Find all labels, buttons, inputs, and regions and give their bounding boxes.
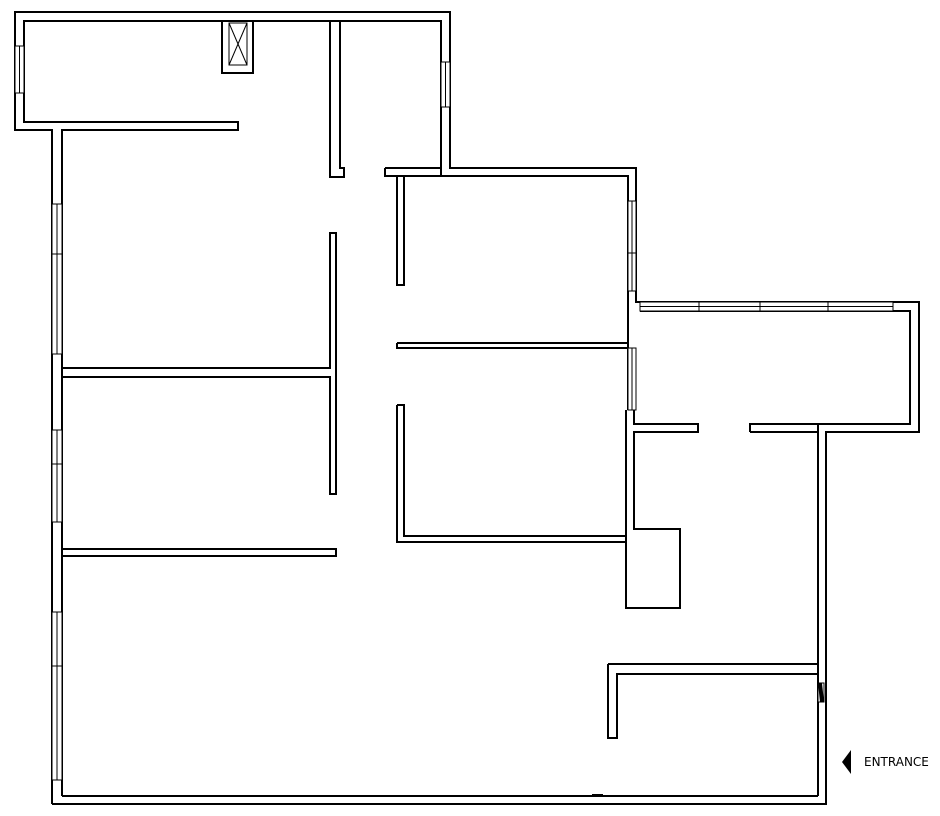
elevator-shaft [221, 20, 254, 74]
window-right-2 [627, 347, 637, 411]
window-strip [639, 301, 894, 312]
window-left-1 [51, 203, 63, 355]
outer-walls [14, 11, 920, 805]
floor-mark [592, 794, 603, 796]
window-right-1 [627, 200, 637, 292]
window-left-3 [51, 611, 63, 781]
entrance-label: ENTRANCE [864, 755, 929, 769]
entrance-arrow-icon [842, 750, 851, 774]
door-mark [817, 682, 825, 703]
window-top-left [14, 45, 25, 94]
window-top-right [440, 61, 451, 108]
window-left-2 [51, 429, 63, 523]
entrance-marker: ENTRANCE [842, 750, 929, 774]
